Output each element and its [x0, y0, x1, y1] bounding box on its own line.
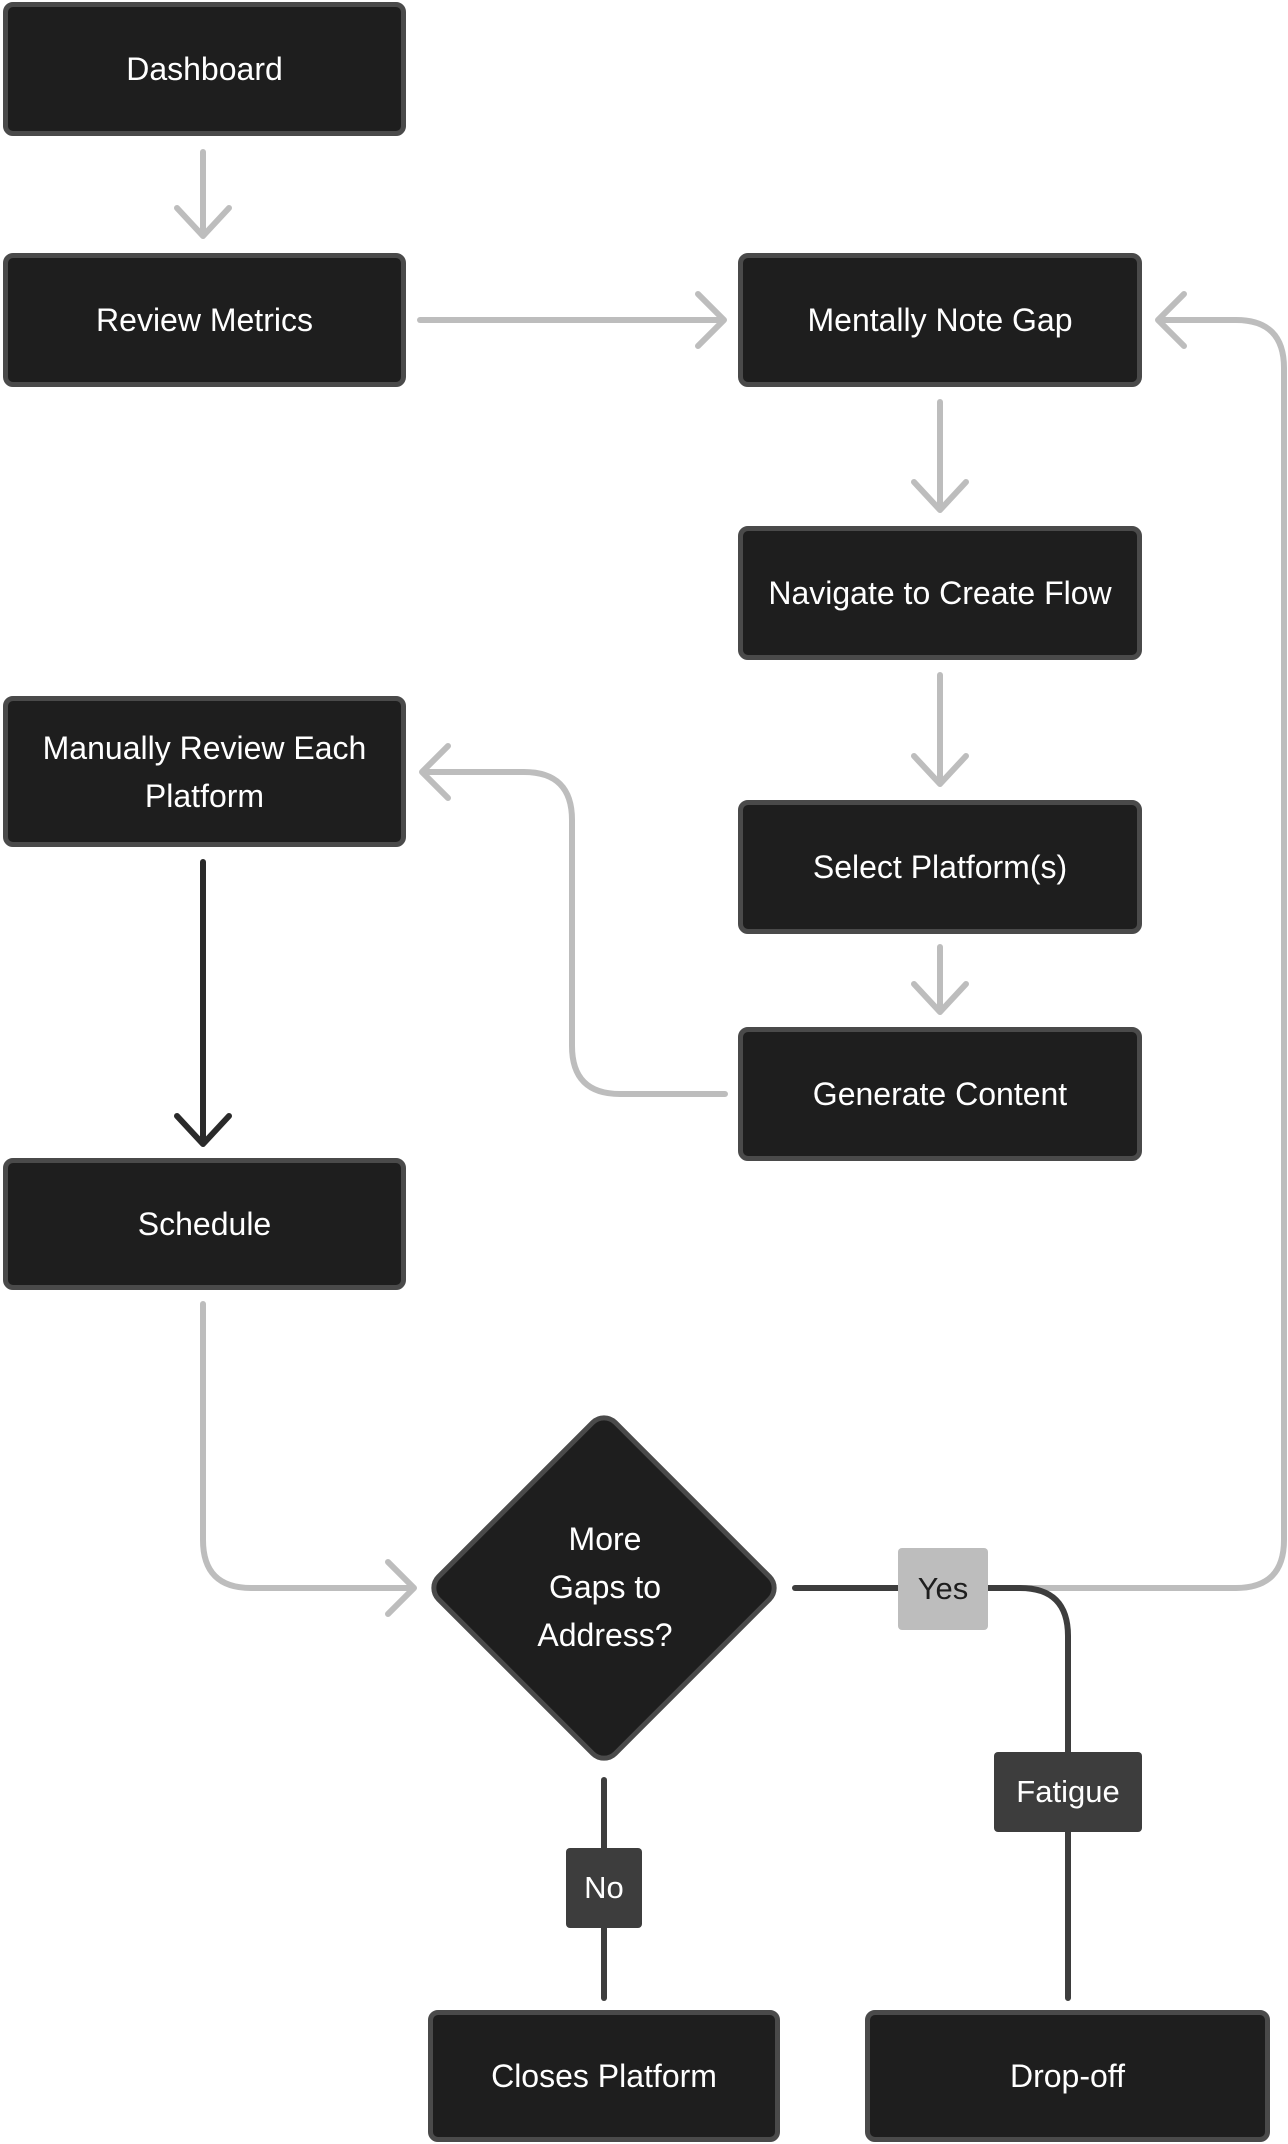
- node-manually-review-label-line1: Manually Review Each: [42, 729, 367, 766]
- connector-schedule-to-decision: [200, 1301, 417, 1617]
- node-closes-platform: Closes Platform: [428, 2010, 780, 2142]
- node-review-metrics: Review Metrics: [3, 253, 406, 387]
- edge-label-no-text: No: [584, 1870, 624, 1905]
- decision-label-line3: Address?: [537, 1617, 673, 1653]
- connector-review-metrics-to-mentally-note-gap: [417, 291, 727, 349]
- node-generate-content: Generate Content: [738, 1027, 1142, 1161]
- edge-label-fatigue-text: Fatigue: [1016, 1774, 1120, 1809]
- node-mentally-note-gap-label: Mentally Note Gap: [807, 302, 1073, 338]
- node-manually-review: Manually Review Each Platform: [3, 696, 406, 847]
- node-closes-platform-label: Closes Platform: [491, 2058, 717, 2094]
- node-schedule-label: Schedule: [137, 1206, 272, 1242]
- node-manually-review-label-line2: Platform: [144, 777, 265, 814]
- node-review-metrics-label: Review Metrics: [96, 302, 313, 338]
- connector-select-platforms-to-generate-content: [911, 944, 969, 1015]
- node-generate-content-label: Generate Content: [812, 1076, 1068, 1112]
- node-navigate-to-create-flow: Navigate to Create Flow: [738, 526, 1142, 660]
- node-select-platforms: Select Platform(s): [738, 800, 1142, 934]
- connector-yes-to-drop-off: [985, 1585, 1071, 2001]
- decision-label-line1: More: [568, 1521, 642, 1557]
- node-dashboard: Dashboard: [3, 2, 406, 136]
- node-drop-off-label: Drop-off: [1009, 2058, 1125, 2094]
- node-drop-off: Drop-off: [865, 2010, 1270, 2142]
- connector-generate-content-to-manually-review: [419, 743, 728, 1097]
- node-navigate-label: Navigate to Create Flow: [768, 575, 1112, 611]
- decision-label: More Gaps to Address?: [490, 1515, 720, 1659]
- connector-yes-to-mentally-note-gap: [985, 291, 1287, 1591]
- edge-label-no: No: [566, 1848, 642, 1928]
- node-mentally-note-gap: Mentally Note Gap: [738, 253, 1142, 387]
- connector-mentally-note-gap-to-navigate: [911, 399, 969, 513]
- node-dashboard-label: Dashboard: [126, 51, 283, 87]
- edge-label-yes-text: Yes: [917, 1571, 969, 1606]
- edge-label-fatigue: Fatigue: [994, 1752, 1142, 1832]
- decision-label-line2: Gaps to: [548, 1569, 662, 1605]
- node-select-platforms-label: Select Platform(s): [812, 849, 1068, 885]
- connector-dashboard-to-review-metrics: [174, 149, 232, 239]
- connector-manually-review-to-schedule: [174, 859, 232, 1147]
- connector-navigate-to-select-platforms: [911, 672, 969, 787]
- edge-label-yes: Yes: [898, 1548, 988, 1630]
- decision-diamond: [431, 1415, 777, 1761]
- node-schedule: Schedule: [3, 1158, 406, 1290]
